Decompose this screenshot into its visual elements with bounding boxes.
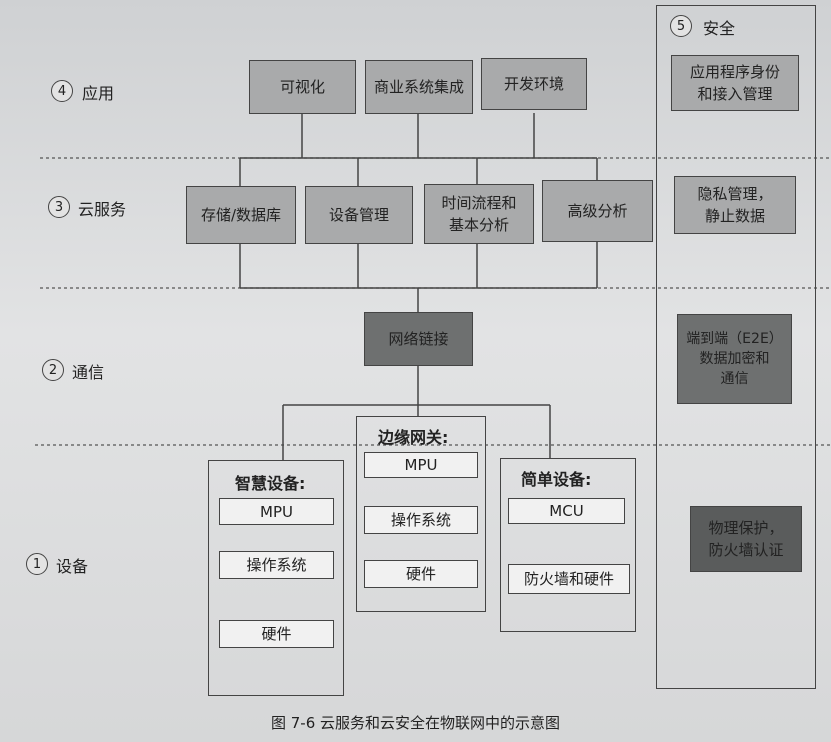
layer-3-badge: 3 bbox=[48, 196, 70, 218]
layer-1-label: 设备 bbox=[56, 557, 89, 576]
smart-device-title: 智慧设备: bbox=[235, 474, 306, 493]
security-box-physical: 物理保护， 防火墙认证 bbox=[690, 506, 802, 572]
app-box-business-integration: 商业系统集成 bbox=[365, 60, 473, 114]
simple-device-title: 简单设备: bbox=[521, 470, 592, 489]
layer-5-badge: 5 bbox=[670, 15, 692, 37]
cloud-box-storage: 存储/数据库 bbox=[186, 186, 296, 244]
app-box-dev-environment: 开发环境 bbox=[481, 58, 587, 110]
cloud-box-device-management: 设备管理 bbox=[305, 186, 413, 244]
layer-1-badge: 1 bbox=[26, 553, 48, 575]
layer-2-badge: 2 bbox=[42, 359, 64, 381]
simple-device-mcu: MCU bbox=[508, 498, 625, 524]
edge-gateway-title: 边缘网关: bbox=[378, 428, 449, 447]
smart-device-frame bbox=[208, 460, 344, 696]
security-column bbox=[656, 5, 816, 689]
gateway-os: 操作系统 bbox=[364, 506, 478, 534]
layer-5-label: 安全 bbox=[703, 19, 736, 38]
layer-3-label: 云服务 bbox=[78, 200, 127, 219]
simple-device-frame bbox=[500, 458, 636, 632]
layer-2-label: 通信 bbox=[72, 363, 105, 382]
simple-device-firewall: 防火墙和硬件 bbox=[508, 564, 630, 594]
gateway-mpu: MPU bbox=[364, 452, 478, 478]
layer-4-badge: 4 bbox=[51, 80, 73, 102]
edge-gateway-frame bbox=[356, 416, 486, 612]
security-box-identity: 应用程序身份 和接入管理 bbox=[671, 55, 799, 111]
network-link-box: 网络链接 bbox=[364, 312, 473, 366]
smart-device-hardware: 硬件 bbox=[219, 620, 334, 648]
smart-device-os: 操作系统 bbox=[219, 551, 334, 579]
cloud-box-basic-analytics: 时间流程和 基本分析 bbox=[424, 184, 534, 244]
smart-device-mpu: MPU bbox=[219, 498, 334, 525]
figure-caption: 图 7-6 云服务和云安全在物联网中的示意图 bbox=[270, 714, 561, 732]
security-box-privacy: 隐私管理， 静止数据 bbox=[674, 176, 796, 234]
security-box-e2e-encryption: 端到端（E2E） 数据加密和 通信 bbox=[677, 314, 792, 404]
app-box-visualization: 可视化 bbox=[249, 60, 356, 114]
layer-4-label: 应用 bbox=[82, 84, 115, 103]
cloud-box-advanced-analytics: 高级分析 bbox=[542, 180, 653, 242]
gateway-hardware: 硬件 bbox=[364, 560, 478, 588]
